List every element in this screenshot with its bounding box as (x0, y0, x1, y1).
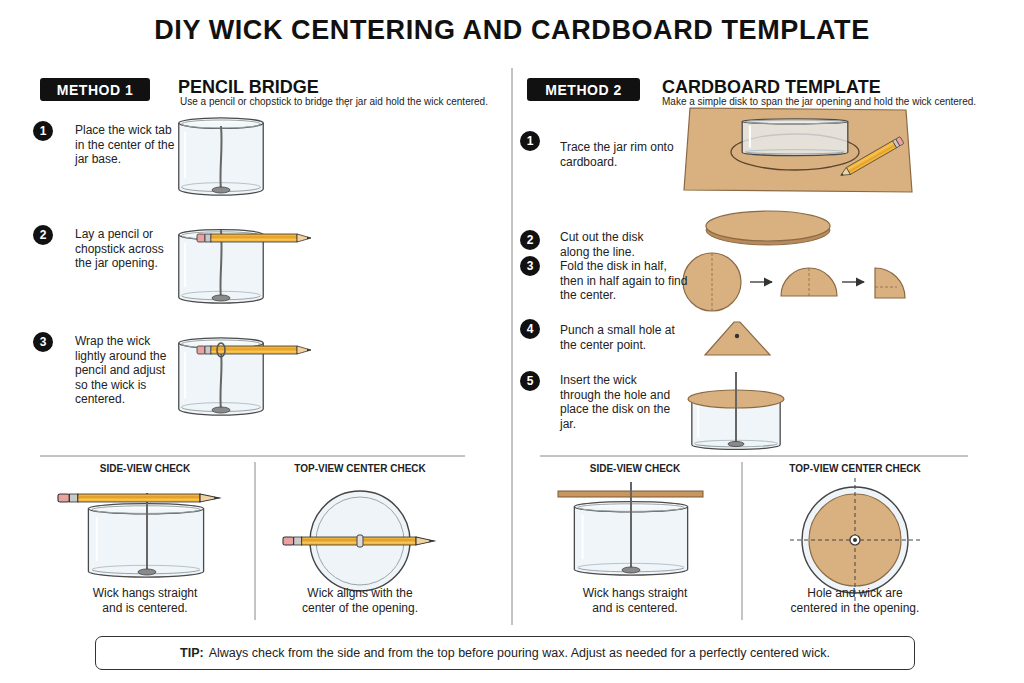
step-number: 2 (33, 225, 53, 245)
fold-sequence (712, 253, 713, 311)
section-heading: PENCIL BRIDGE (178, 76, 498, 98)
node-heading: 1 (40, 124, 47, 138)
fold-sequence (809, 268, 810, 296)
step-text: Insert the wick through the hole and pla… (560, 373, 672, 431)
step-number: 5 (520, 371, 540, 391)
jar-with-wick (220, 126, 221, 190)
subtitle: Make a simple disk to span the jar openi… (662, 96, 992, 109)
step-number: 1 (520, 131, 540, 151)
node-heading: 3 (40, 335, 47, 349)
fold-sequence (750, 281, 772, 282)
step-text: Trace the jar rim onto cardboard. (560, 140, 680, 169)
check-heading: TOP-VIEW CENTER CHECK (755, 463, 955, 476)
method-badge: METHOD 2 (527, 78, 640, 101)
jar-with-wick (212, 187, 230, 193)
top-view-disk (853, 538, 857, 542)
fold-sequence (875, 287, 897, 288)
step-text: Wrap the wick lightly around the pencil … (75, 334, 177, 407)
fold-sequence (842, 281, 864, 282)
side-view-jar (622, 567, 640, 573)
jar-with-pencil (197, 234, 311, 242)
node-heading: 2 (40, 228, 47, 242)
section-heading: CARDBOARD TEMPLATE (662, 76, 982, 98)
page-title: DIY WICK CENTERING AND CARDBOARD TEMPLAT… (0, 13, 1024, 47)
tip-box: TIP: Always check from the side and from … (95, 636, 915, 670)
node-heading: 2 (527, 233, 534, 247)
cardboard-sheet (684, 108, 912, 192)
divider-lines (255, 462, 256, 620)
node-heading: 4 (527, 322, 534, 336)
step-text: Place the wick tab in the center of the … (75, 123, 181, 167)
step-text: Lay a pencil or chopstick across the jar… (75, 227, 181, 271)
check-caption: Wick aligns with the center of the openi… (292, 586, 428, 615)
node-heading: METHOD 1 (57, 82, 133, 98)
step-number: 1 (33, 121, 53, 141)
divider-lines (742, 462, 743, 620)
fold-sequence (781, 268, 837, 296)
check-caption: Hole and wick are centered in the openin… (787, 586, 923, 615)
node-heading: 1 (527, 134, 534, 148)
jar-with-disk (688, 372, 784, 449)
node-heading: METHOD 2 (545, 82, 621, 98)
folded-disk-with-hole (705, 322, 770, 355)
jar-with-wick (179, 118, 263, 195)
node-heading: 3 (527, 259, 534, 273)
divider-lines (40, 456, 465, 457)
fold-sequence (683, 253, 905, 311)
divider-lines (512, 68, 513, 625)
fold-sequence (683, 253, 741, 311)
side-view-jar (146, 493, 148, 572)
top-view-jar (357, 535, 363, 547)
node-heading: TIP: (180, 646, 204, 660)
top-view-jar (283, 491, 435, 591)
cardboard-sheet (742, 119, 848, 156)
jar-wick-wrapped (197, 346, 311, 354)
jar-wick-wrapped (220, 352, 221, 410)
jar-with-pencil (179, 230, 311, 303)
node-body: Always check from the side and from the … (209, 646, 830, 660)
step-number: 3 (520, 256, 540, 276)
side-view-jar (630, 482, 632, 570)
step-number: 3 (33, 332, 53, 352)
top-view-disk (850, 535, 860, 545)
top-view-disk (790, 478, 920, 602)
side-view-jar (58, 494, 220, 502)
side-view-jar (558, 482, 703, 575)
check-caption: Wick hangs straight and is centered. (575, 586, 695, 615)
node-heading: 5 (527, 374, 534, 388)
fold-sequence (875, 268, 905, 298)
step-text: Fold the disk in half, then in half agai… (560, 259, 688, 303)
step-number: 4 (520, 319, 540, 339)
side-view-jar (138, 569, 156, 575)
cardboard-disk (706, 211, 830, 241)
divider-lines (540, 456, 968, 457)
check-heading: SIDE-VIEW CHECK (535, 463, 735, 476)
method-badge: METHOD 1 (40, 78, 150, 101)
check-heading: SIDE-VIEW CHECK (45, 463, 245, 476)
cardboard-sheet (839, 137, 904, 179)
side-view-jar (58, 493, 220, 577)
step-text: Cut out the disk along the line. (560, 230, 664, 259)
jar-with-pencil (212, 295, 230, 301)
check-caption: Wick hangs straight and is centered. (85, 586, 205, 615)
jar-with-disk (728, 442, 744, 447)
check-heading: TOP-VIEW CENTER CHECK (260, 463, 460, 476)
jar-with-wick (179, 118, 263, 195)
subtitle: Use a pencil or chopstick to bridge thęr… (180, 96, 510, 109)
jar-wick-wrapped (212, 407, 230, 413)
folded-disk-with-hole (705, 322, 770, 355)
divider-lines (40, 68, 968, 625)
step-text: Punch a small hole at the center point. (560, 323, 678, 352)
jar-wick-wrapped (217, 343, 225, 357)
cardboard-disk (706, 211, 830, 245)
folded-disk-with-hole (735, 334, 739, 338)
jar-wick-wrapped (179, 338, 311, 415)
cardboard-sheet (684, 108, 912, 192)
jar-with-disk (735, 372, 737, 444)
step-number: 2 (520, 230, 540, 250)
